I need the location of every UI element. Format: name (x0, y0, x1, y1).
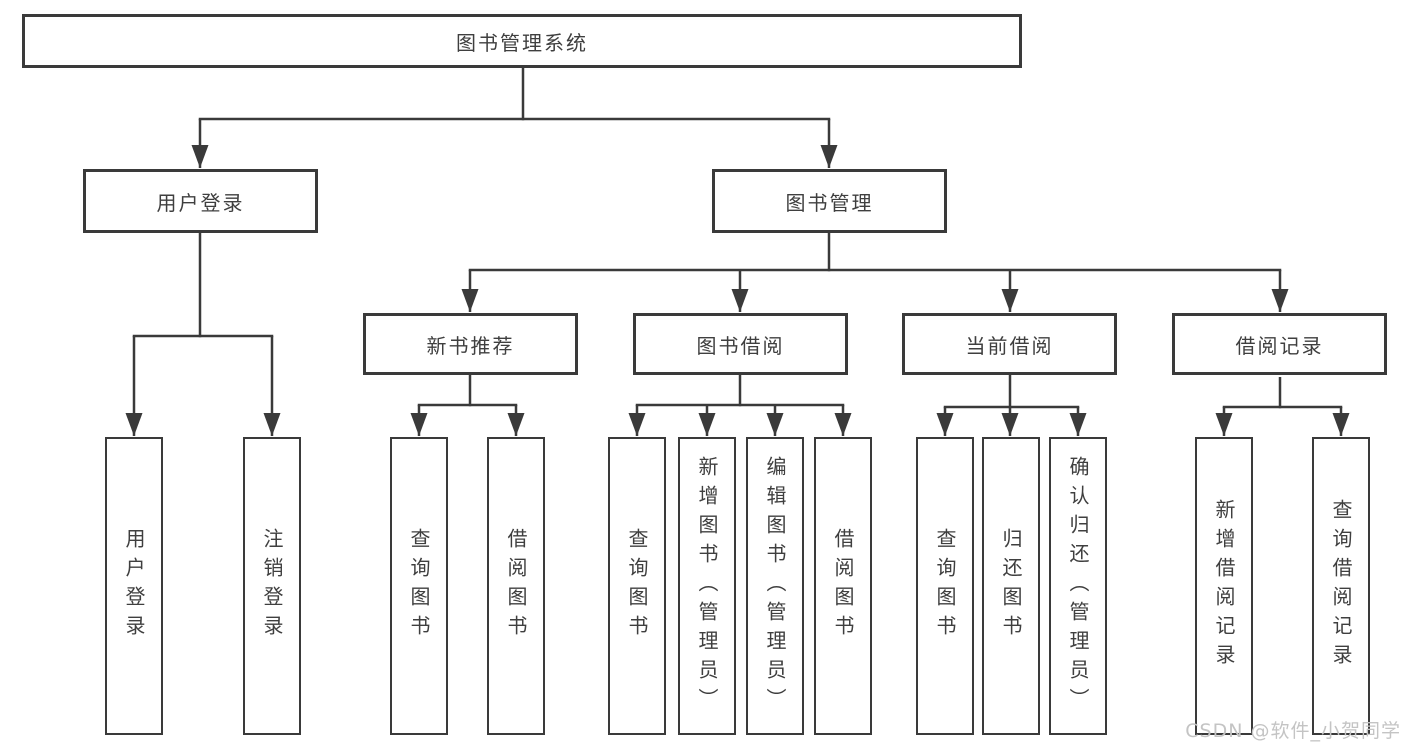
node-current-borrowing: 当前借阅 (902, 313, 1117, 375)
connector-book-borrowing-children (628, 375, 852, 436)
leaf-add-borrow-record: 新增借阅记录 (1195, 437, 1253, 735)
leaf-return-books: 归还图书 (982, 437, 1040, 735)
leaf-borrow-books-borrowing: 借阅图书 (814, 437, 872, 735)
leaf-user-login: 用户登录 (105, 437, 163, 735)
connector-book-management-children (461, 233, 1289, 312)
connector-borrowing-records-children (1215, 377, 1350, 436)
leaf-query-books-borrowing: 查询图书 (608, 437, 666, 735)
node-borrowing-records: 借阅记录 (1172, 313, 1387, 375)
leaf-add-book-admin: 新增图书（管理员） (678, 437, 736, 735)
leaf-confirm-return-admin: 确认归还（管理员） (1049, 437, 1107, 735)
leaf-logout: 注销登录 (243, 437, 301, 735)
connector-current-borrowing-children (936, 375, 1087, 436)
connector-root-to-level2 (191, 68, 838, 168)
node-user-login: 用户登录 (83, 169, 318, 233)
leaf-query-books-recommend: 查询图书 (390, 437, 448, 735)
node-book-management: 图书管理 (712, 169, 947, 233)
node-root: 图书管理系统 (22, 14, 1022, 68)
leaf-edit-book-admin: 编辑图书（管理员） (746, 437, 804, 735)
connector-new-book-recommend-children (410, 375, 525, 436)
node-book-borrowing: 图书借阅 (633, 313, 848, 375)
leaf-query-borrow-record: 查询借阅记录 (1312, 437, 1370, 735)
node-new-book-recommend: 新书推荐 (363, 313, 578, 375)
leaf-query-books-current: 查询图书 (916, 437, 974, 735)
leaf-borrow-books-recommend: 借阅图书 (487, 437, 545, 735)
connector-user-login-children (125, 233, 281, 436)
csdn-watermark: CSDN @软件_小贺同学 (1185, 720, 1401, 742)
